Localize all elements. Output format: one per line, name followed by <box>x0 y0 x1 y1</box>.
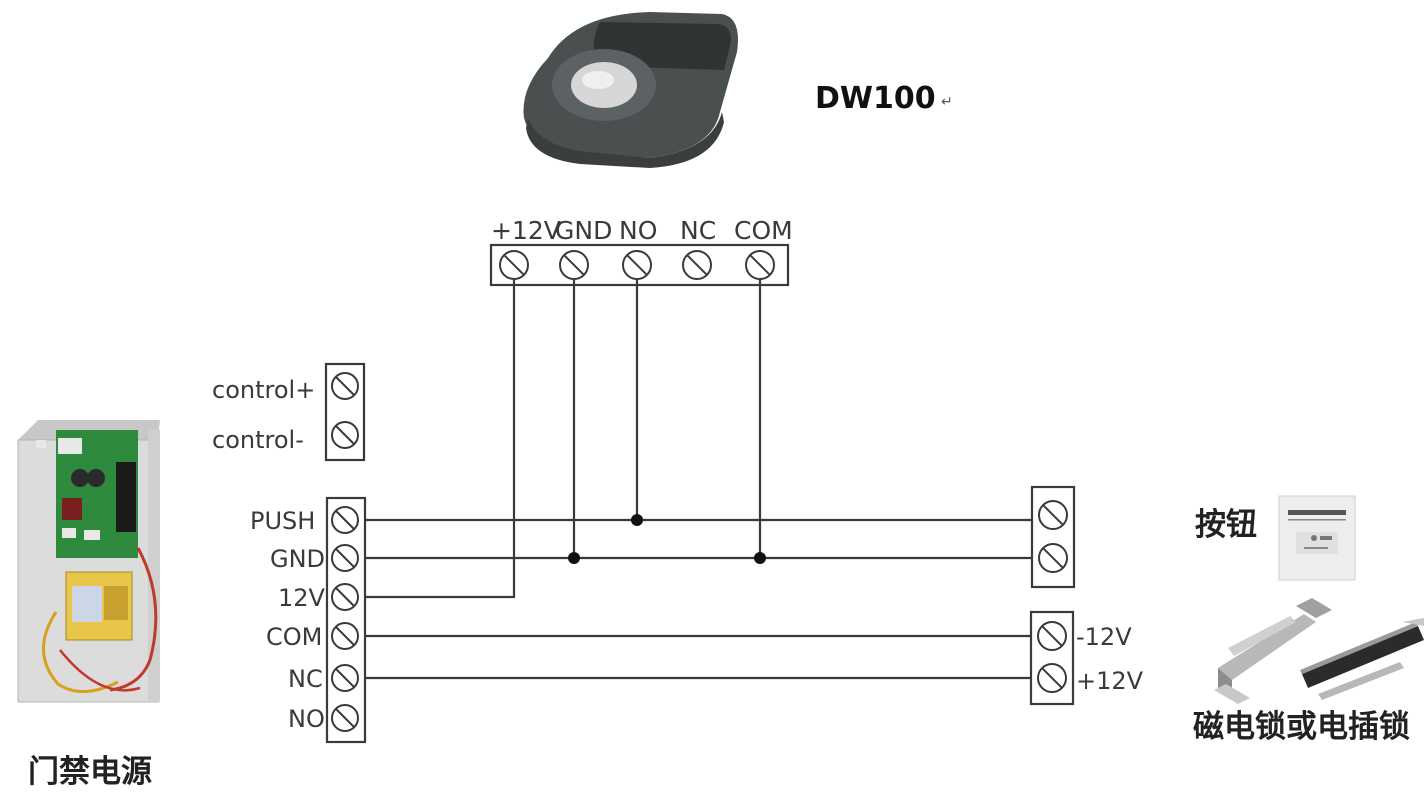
screw-button-1 <box>1038 500 1068 530</box>
lock-title: 磁电锁或电插锁 <box>1193 709 1410 745</box>
device-terminal-label-com: COM <box>734 216 793 245</box>
junction-dot-no-push <box>631 514 643 526</box>
junction-dot-gnd-device <box>568 552 580 564</box>
screw-lock-minus <box>1037 621 1067 651</box>
psu-terminal-label-com: COM <box>266 623 322 651</box>
lock-terminal-label-minus-12v: -12V <box>1076 623 1132 651</box>
power-supply-title: 门禁电源 <box>28 754 152 790</box>
screw-device-nc <box>682 250 712 280</box>
exit-button-image <box>1278 495 1356 581</box>
access-control-power-supply-image <box>17 420 160 703</box>
magnetic-lock-image <box>1300 618 1424 700</box>
screw-psu-com <box>331 622 359 650</box>
screw-device-no <box>622 250 652 280</box>
screw-lock-plus <box>1037 663 1067 693</box>
electric-lock-image <box>1214 598 1332 704</box>
psu-terminal-label-push: PUSH <box>250 507 315 535</box>
screw-device-com <box>745 250 775 280</box>
screw-psu-12v <box>331 583 359 611</box>
psu-terminal-label-gnd: GND <box>270 545 325 573</box>
screw-button-2 <box>1038 543 1068 573</box>
screw-control-plus <box>331 372 359 400</box>
psu-terminal-block <box>325 496 367 744</box>
terminal-screws <box>331 250 1068 732</box>
device-model-label: DW100 <box>815 81 936 116</box>
psu-terminal-label-no: NO <box>288 705 325 733</box>
dw100-reader-image <box>523 12 738 168</box>
wire-device-12v-to-psu-12v <box>359 265 516 599</box>
control-minus-label: control- <box>212 426 304 454</box>
screw-psu-push <box>331 506 359 534</box>
device-terminal-label-no: NO <box>619 216 657 245</box>
screw-control-minus <box>331 421 359 449</box>
lock-terminal-label-plus-12v: +12V <box>1076 667 1144 695</box>
screw-psu-nc <box>331 664 359 692</box>
junction-dot-com-gnd <box>754 552 766 564</box>
screw-psu-gnd <box>331 544 359 572</box>
device-terminal-label-12v: +12V <box>491 216 561 245</box>
exit-button-title: 按钮 <box>1195 507 1257 543</box>
psu-terminal-label-nc: NC <box>288 665 323 693</box>
screw-psu-no <box>331 704 359 732</box>
device-terminal-label-nc: NC <box>680 216 716 245</box>
device-terminal-label-gnd: GND <box>555 216 612 245</box>
screw-device-12v <box>499 250 529 280</box>
screw-device-gnd <box>559 250 589 280</box>
psu-terminal-label-12v: 12V <box>278 584 326 612</box>
wires <box>359 265 1047 680</box>
control-plus-label: control+ <box>212 376 315 404</box>
paragraph-mark-glyph: ↵ <box>941 94 953 110</box>
